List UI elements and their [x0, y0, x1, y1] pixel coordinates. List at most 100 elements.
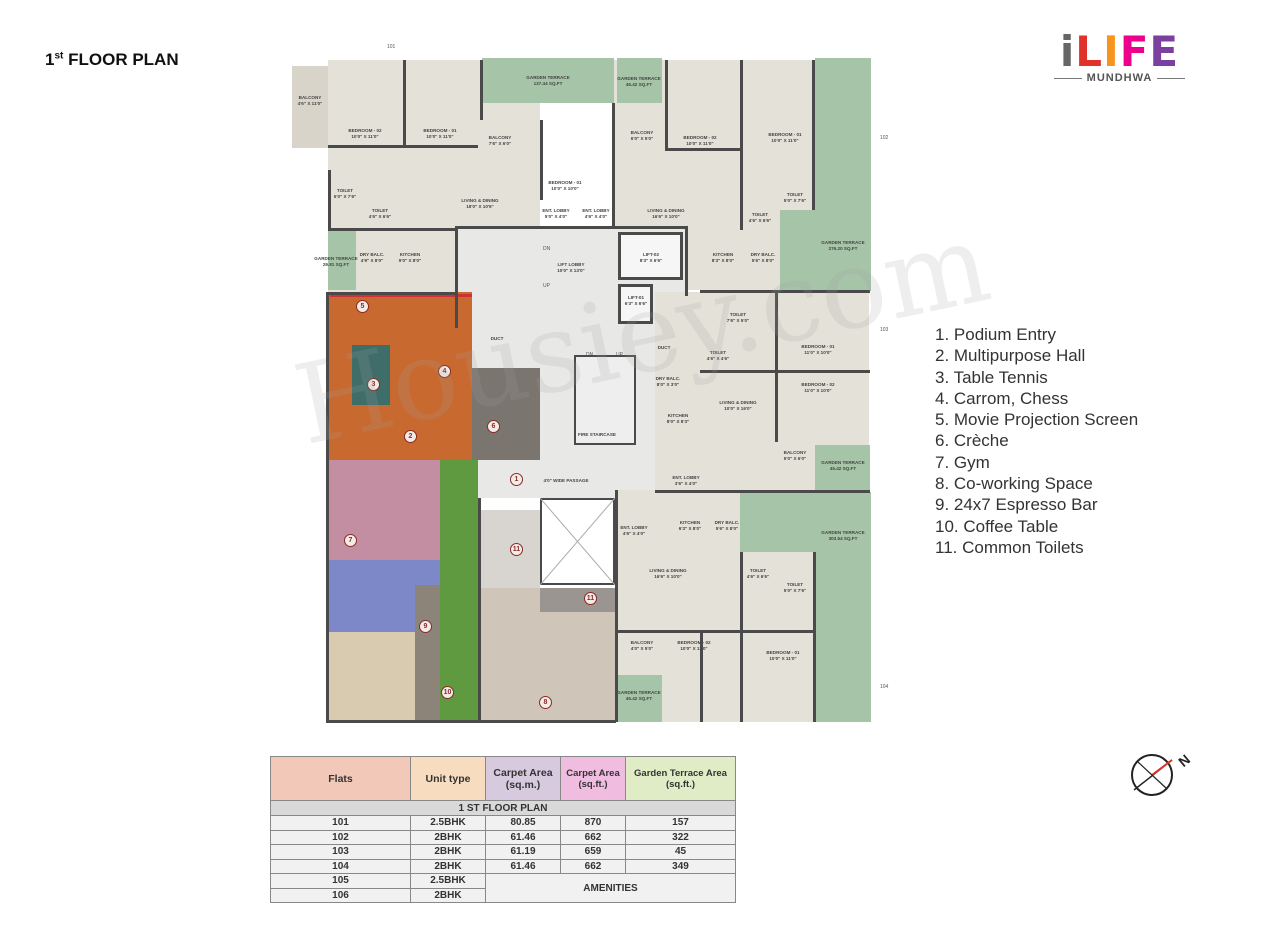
- room-name: Dry Balc.: [750, 252, 776, 257]
- room-dimensions: 10'0" X 11'0": [771, 137, 799, 143]
- room-dimensions: 8'3" X 8'0": [711, 257, 735, 263]
- room-label: Ent. Lobby4'6" X 4'0": [620, 525, 647, 536]
- table-cell: 103: [270, 844, 411, 860]
- room-label: Balcony6'0" X 5'0": [631, 130, 654, 141]
- room-name: Ent. Lobby: [582, 208, 610, 213]
- room-label: Living & Dining16'6" X 10'0": [647, 208, 684, 219]
- room-label: Balcony4'0" X 5'0": [631, 640, 654, 651]
- col-carpet-sqm: Carpet Area (sq.m.): [485, 756, 561, 801]
- table-cell: 322: [625, 829, 736, 845]
- amenity-marker: 11: [510, 543, 523, 556]
- room-label: Living & Dining18'0" X 10'6": [461, 198, 498, 209]
- title-suffix: st: [54, 50, 64, 62]
- room-dimensions: 4'9" X 8'0": [360, 257, 384, 263]
- room-name: Bedroom - 01: [801, 344, 835, 349]
- amenity-marker: 8: [539, 696, 552, 709]
- table-cell: 662: [560, 858, 626, 874]
- legend-item: 8. Co-working Space: [935, 474, 1093, 494]
- room-name: Garden Terrace: [526, 75, 570, 80]
- room-dimensions: 18'0" X 10'6": [466, 203, 494, 209]
- room-name: Toilet: [786, 582, 804, 587]
- legend-item: 9. 24x7 Espresso Bar: [935, 495, 1098, 515]
- table-cell: 662: [560, 829, 626, 845]
- room-label: Lift-028'3" X 6'6": [640, 252, 662, 263]
- amenities-cell: AMENITIES: [485, 873, 736, 903]
- flat-number: 103: [880, 327, 889, 333]
- garden-terrace: [815, 445, 870, 490]
- logo-mark: iLIFE: [1059, 27, 1180, 76]
- room-name: Balcony: [783, 450, 807, 455]
- room-name: Kitchen: [679, 520, 701, 525]
- room-dimensions: 4'6" X 11'0": [297, 100, 323, 106]
- legend-item: 1. Podium Entry: [935, 325, 1056, 344]
- room-dimensions: 10'0" X 11'0": [686, 140, 714, 146]
- garden-terrace: [815, 58, 871, 291]
- garden-terrace: [328, 230, 356, 290]
- room-name: Duct: [490, 336, 504, 341]
- room-name: Bedroom - 02: [348, 128, 382, 133]
- room-dimensions: 4'6" X 6'6": [748, 217, 772, 223]
- room-label: Duct: [658, 345, 671, 351]
- garden-terrace: [617, 58, 662, 103]
- room-label: Toilet4'6" X 6'6": [749, 212, 771, 223]
- common-toilet: [478, 510, 540, 588]
- room-name: Duct: [657, 345, 671, 350]
- room-name: Toilet: [709, 350, 727, 355]
- flat-number: 102: [880, 135, 889, 141]
- room-dimensions: 7'6" X 6'0": [488, 140, 512, 146]
- room-dimensions: 11'0" X 10'0": [804, 387, 832, 393]
- section-row: 1 ST FLOOR PLAN: [270, 800, 736, 816]
- room-dimensions: 4'6" X 4'0": [584, 213, 608, 219]
- room-dimensions: 10'0" X 11'0": [680, 645, 708, 651]
- table-cell: 80.85: [485, 815, 561, 831]
- amenity-marker: 1: [510, 473, 523, 486]
- brand-logo: iLIFE MUNDHWA: [1052, 27, 1187, 84]
- room-label: Toilet5'0" X 7'6": [784, 192, 806, 203]
- room-label: Lift-016'3" X 6'6": [625, 295, 647, 306]
- legend-item: 4. Carrom, Chess: [935, 388, 1069, 408]
- room-name: Kitchen: [712, 252, 734, 257]
- table-cell: 102: [270, 829, 411, 845]
- amenity-marker: 11: [584, 592, 597, 605]
- table-cell: 61.46: [485, 829, 561, 845]
- amenity-marker: 5: [356, 300, 369, 313]
- room-dimensions: 45.42 Sq.Ft: [625, 695, 653, 701]
- room-dimensions: 5'0" X 7'6": [783, 197, 807, 203]
- room-name: Dry Balc.: [714, 520, 740, 525]
- room-name: Balcony: [630, 130, 654, 135]
- garden-terrace: [617, 675, 662, 722]
- room-dimensions: 5'6" X 8'0": [751, 257, 775, 263]
- room-dimensions: 16'6" X 10'0": [652, 213, 680, 219]
- room-label: Garden Terrace137.44 Sq.Ft: [526, 75, 569, 86]
- room-label: Toilet7'6" X 5'0": [727, 312, 749, 323]
- gym: [328, 460, 440, 560]
- room-dimensions: 4'6" X 6'6": [746, 573, 770, 579]
- room-name: Garden Terrace: [821, 460, 865, 465]
- garden-terrace: [482, 58, 614, 103]
- room-dimensions: 4'6" X 4'6": [706, 355, 730, 361]
- room-name: Bedroom - 02: [683, 135, 717, 140]
- room-label: Fire Staircase: [578, 432, 616, 438]
- table-tennis: [352, 345, 390, 405]
- room-dimensions: 6'3" X 6'6": [624, 300, 648, 306]
- room-dimensions: 10'0" X 13'0": [557, 267, 585, 273]
- room-name: Garden Terrace: [821, 530, 865, 535]
- room-label: Dry Balc.5'6" X 8'0": [751, 252, 776, 263]
- room-dimensions: 10'0" X 10'0": [551, 185, 579, 191]
- table-cell: 45: [625, 844, 736, 860]
- room-dimensions: 11'0" X 10'0": [804, 349, 832, 355]
- room-dimensions: 5'0" X 6'0": [783, 455, 807, 461]
- legend-item: 6. Crèche: [935, 431, 1009, 451]
- room-dimensions: 5'0" X 4'0": [544, 213, 568, 219]
- room-label: Garden Terrace45.42 Sq.Ft: [617, 76, 660, 87]
- room-dimensions: 16'6" X 10'0": [654, 573, 682, 579]
- room-name: Bedroom - 01: [423, 128, 457, 133]
